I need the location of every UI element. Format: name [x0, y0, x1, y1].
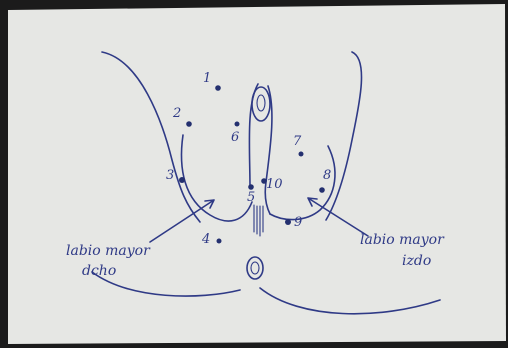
point-7-label: 7	[293, 135, 301, 148]
point-5-dot	[248, 184, 254, 190]
point-1-label: 1	[203, 72, 211, 85]
label-labio-mayor-dcho-line2: dcho	[82, 264, 116, 278]
point-3-dot	[179, 177, 185, 183]
label-labio-mayor-izdo-line2: izdo	[402, 254, 431, 268]
point-2-dot	[186, 121, 192, 127]
point-9-dot	[285, 219, 291, 225]
point-6-label: 6	[231, 131, 239, 144]
paper-sheet	[8, 4, 506, 344]
label-labio-mayor-dcho-line1: labio mayor	[66, 244, 150, 258]
point-3-label: 3	[166, 169, 174, 182]
label-labio-mayor-izdo-line1: labio mayor	[360, 233, 444, 247]
point-10-label: 10	[266, 178, 283, 191]
point-9-label: 9	[294, 216, 302, 229]
point-6-dot	[235, 122, 240, 127]
point-4-label: 4	[202, 233, 210, 246]
point-4-dot	[217, 239, 222, 244]
point-8-label: 8	[323, 169, 331, 182]
point-7-dot	[299, 152, 304, 157]
point-5-label: 5	[247, 191, 255, 204]
point-8-dot	[319, 187, 325, 193]
point-2-label: 2	[173, 107, 181, 120]
point-1-dot	[215, 85, 221, 91]
